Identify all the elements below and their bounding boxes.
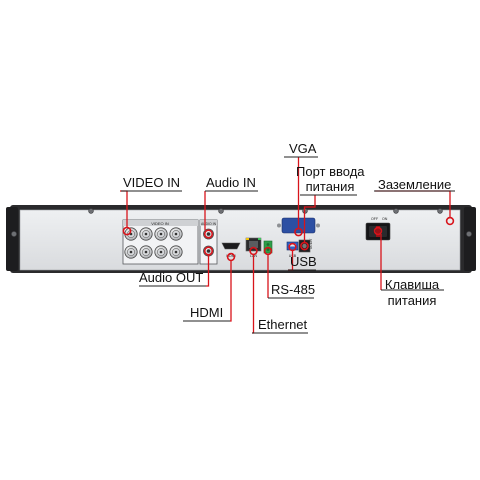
- screw-icons: [11, 208, 472, 237]
- marker-video-in: [122, 226, 132, 236]
- bnc-connector-icon: [154, 227, 168, 241]
- callout-markers: [122, 216, 455, 262]
- leader-audio-out: [206, 255, 210, 287]
- audio-connector-block: AUDIO IN: [199, 219, 218, 265]
- label-hdmi: HDMI: [190, 305, 224, 320]
- switch-on-print: ON: [382, 217, 388, 221]
- hdmi-port: HDMI: [221, 242, 241, 258]
- screw-icon: [218, 208, 224, 214]
- label-usb: USB: [290, 254, 317, 269]
- marker-power-switch: [373, 226, 383, 236]
- leader-hdmi: [230, 260, 232, 322]
- label-audio-out: Audio OUT: [139, 270, 204, 285]
- label-ground: Заземление: [378, 177, 452, 192]
- label-audio-in: Audio IN: [206, 175, 256, 190]
- label-power-switch-line2: питания: [387, 293, 437, 308]
- bnc-connector-icon: [124, 227, 138, 241]
- screw-icon: [466, 231, 472, 237]
- label-underlines: [121, 156, 455, 334]
- label-ethernet: Ethernet: [258, 317, 308, 332]
- marker-vga: [294, 227, 303, 237]
- leader-power-port: [303, 195, 316, 242]
- bnc-connector-icon: [139, 245, 153, 259]
- label-vga: VGA: [289, 141, 317, 156]
- bnc-connector-icon: [139, 227, 153, 241]
- marker-ground: [445, 216, 455, 226]
- label-rs485: RS-485: [271, 282, 316, 297]
- video-in-connector-block: VIDEO IN: [122, 219, 199, 265]
- label-power-switch-line1: Клавиша: [384, 277, 440, 292]
- bnc-connector-icon: [154, 245, 168, 259]
- power-switch: OFF ON: [365, 217, 391, 241]
- screw-icon: [437, 208, 443, 214]
- switch-off-print: OFF: [371, 217, 379, 221]
- video-in-print: VIDEO IN: [151, 221, 169, 226]
- screw-icon: [393, 208, 399, 214]
- dvr-chassis: [6, 205, 476, 273]
- screw-icon: [88, 208, 94, 214]
- marker-power-port: [300, 241, 309, 251]
- marker-audio-in: [203, 229, 214, 239]
- hdmi-icon: [221, 242, 241, 250]
- marker-audio-out: [203, 246, 214, 256]
- hdmi-print: HDMI: [226, 254, 235, 258]
- label-power-port-line2: питания: [305, 179, 355, 194]
- bnc-connector-icon: [169, 245, 183, 259]
- screw-icon: [11, 231, 17, 237]
- label-video-in: VIDEO IN: [123, 175, 181, 190]
- bnc-connector-icon: [124, 245, 138, 259]
- audio-in-print: AUDIO IN: [201, 222, 217, 226]
- dc-print: DC12V: [309, 238, 313, 249]
- bnc-connector-icon: [169, 227, 183, 241]
- label-power-port-line1: Порт ввода: [296, 164, 365, 179]
